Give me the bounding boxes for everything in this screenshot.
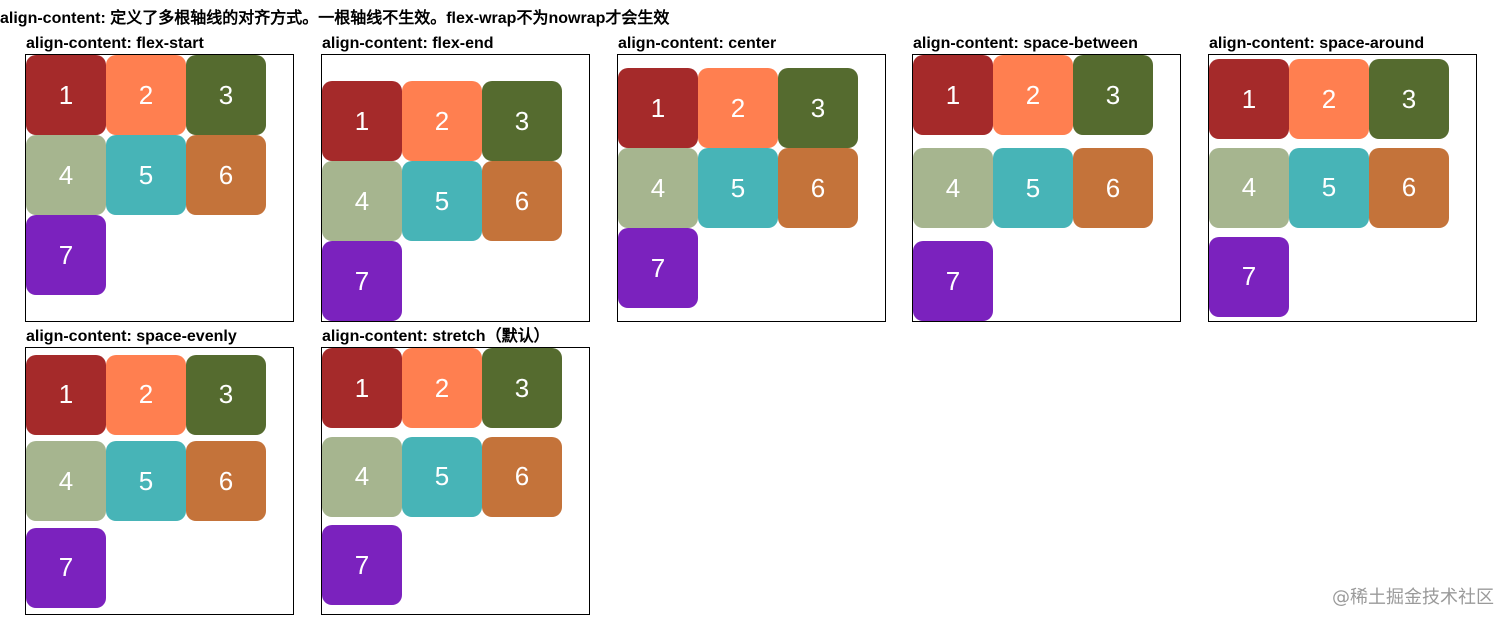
flex-item-6: 6 <box>186 441 266 521</box>
flex-item-3: 3 <box>186 55 266 135</box>
demo-label: align-content: flex-start <box>26 35 204 52</box>
flex-item-2: 2 <box>698 68 778 148</box>
demo-label: align-content: space-between <box>913 35 1138 52</box>
flex-item-4: 4 <box>26 441 106 521</box>
flex-item-5: 5 <box>106 441 186 521</box>
demo-label: align-content: space-evenly <box>26 328 237 345</box>
flex-item-3: 3 <box>1073 55 1153 135</box>
flex-item-7: 7 <box>1209 236 1289 317</box>
flex-item-1: 1 <box>618 68 698 148</box>
flex-item-1: 1 <box>913 55 993 135</box>
flex-item-3: 3 <box>1369 59 1449 140</box>
flex-item-4: 4 <box>618 148 698 228</box>
flex-item-1: 1 <box>1209 59 1289 140</box>
page-title: align-content: 定义了多根轴线的对齐方式。一根轴线不生效。flex… <box>0 10 670 27</box>
flex-item-6: 6 <box>186 135 266 215</box>
demo-label: align-content: center <box>618 35 777 52</box>
flex-item-7: 7 <box>26 215 106 295</box>
demo-label: align-content: stretch（默认） <box>322 328 550 345</box>
demo-label: align-content: space-around <box>1209 35 1425 52</box>
flex-item-3: 3 <box>778 68 858 148</box>
flex-item-2: 2 <box>1289 59 1369 140</box>
flex-item-3: 3 <box>482 81 562 161</box>
flex-item-5: 5 <box>402 436 482 517</box>
flex-item-7: 7 <box>322 241 402 321</box>
flex-item-2: 2 <box>106 354 186 435</box>
flex-item-3: 3 <box>186 354 266 435</box>
flex-item-5: 5 <box>402 161 482 241</box>
flex-item-1: 1 <box>26 354 106 435</box>
flex-item-2: 2 <box>402 348 482 428</box>
flex-item-5: 5 <box>993 148 1073 228</box>
flex-item-7: 7 <box>26 527 106 608</box>
flex-item-5: 5 <box>1289 147 1369 228</box>
flex-item-1: 1 <box>26 55 106 135</box>
flex-item-7: 7 <box>322 525 402 606</box>
flex-item-6: 6 <box>1073 148 1153 228</box>
flex-item-1: 1 <box>322 81 402 161</box>
flex-item-3: 3 <box>482 348 562 428</box>
flex-item-2: 2 <box>402 81 482 161</box>
flex-item-6: 6 <box>1369 147 1449 228</box>
flex-item-4: 4 <box>1209 147 1289 228</box>
flex-item-7: 7 <box>913 241 993 321</box>
demo-label: align-content: flex-end <box>322 35 494 52</box>
flex-item-4: 4 <box>26 135 106 215</box>
flex-item-5: 5 <box>698 148 778 228</box>
flex-item-7: 7 <box>618 228 698 308</box>
flex-item-6: 6 <box>482 436 562 517</box>
flex-item-2: 2 <box>993 55 1073 135</box>
watermark: @稀土掘金技术社区 <box>1332 587 1494 608</box>
flex-item-5: 5 <box>106 135 186 215</box>
flex-item-4: 4 <box>913 148 993 228</box>
flex-item-1: 1 <box>322 348 402 428</box>
flex-item-6: 6 <box>482 161 562 241</box>
flex-item-4: 4 <box>322 161 402 241</box>
flex-item-6: 6 <box>778 148 858 228</box>
flex-item-2: 2 <box>106 55 186 135</box>
flex-item-4: 4 <box>322 436 402 517</box>
